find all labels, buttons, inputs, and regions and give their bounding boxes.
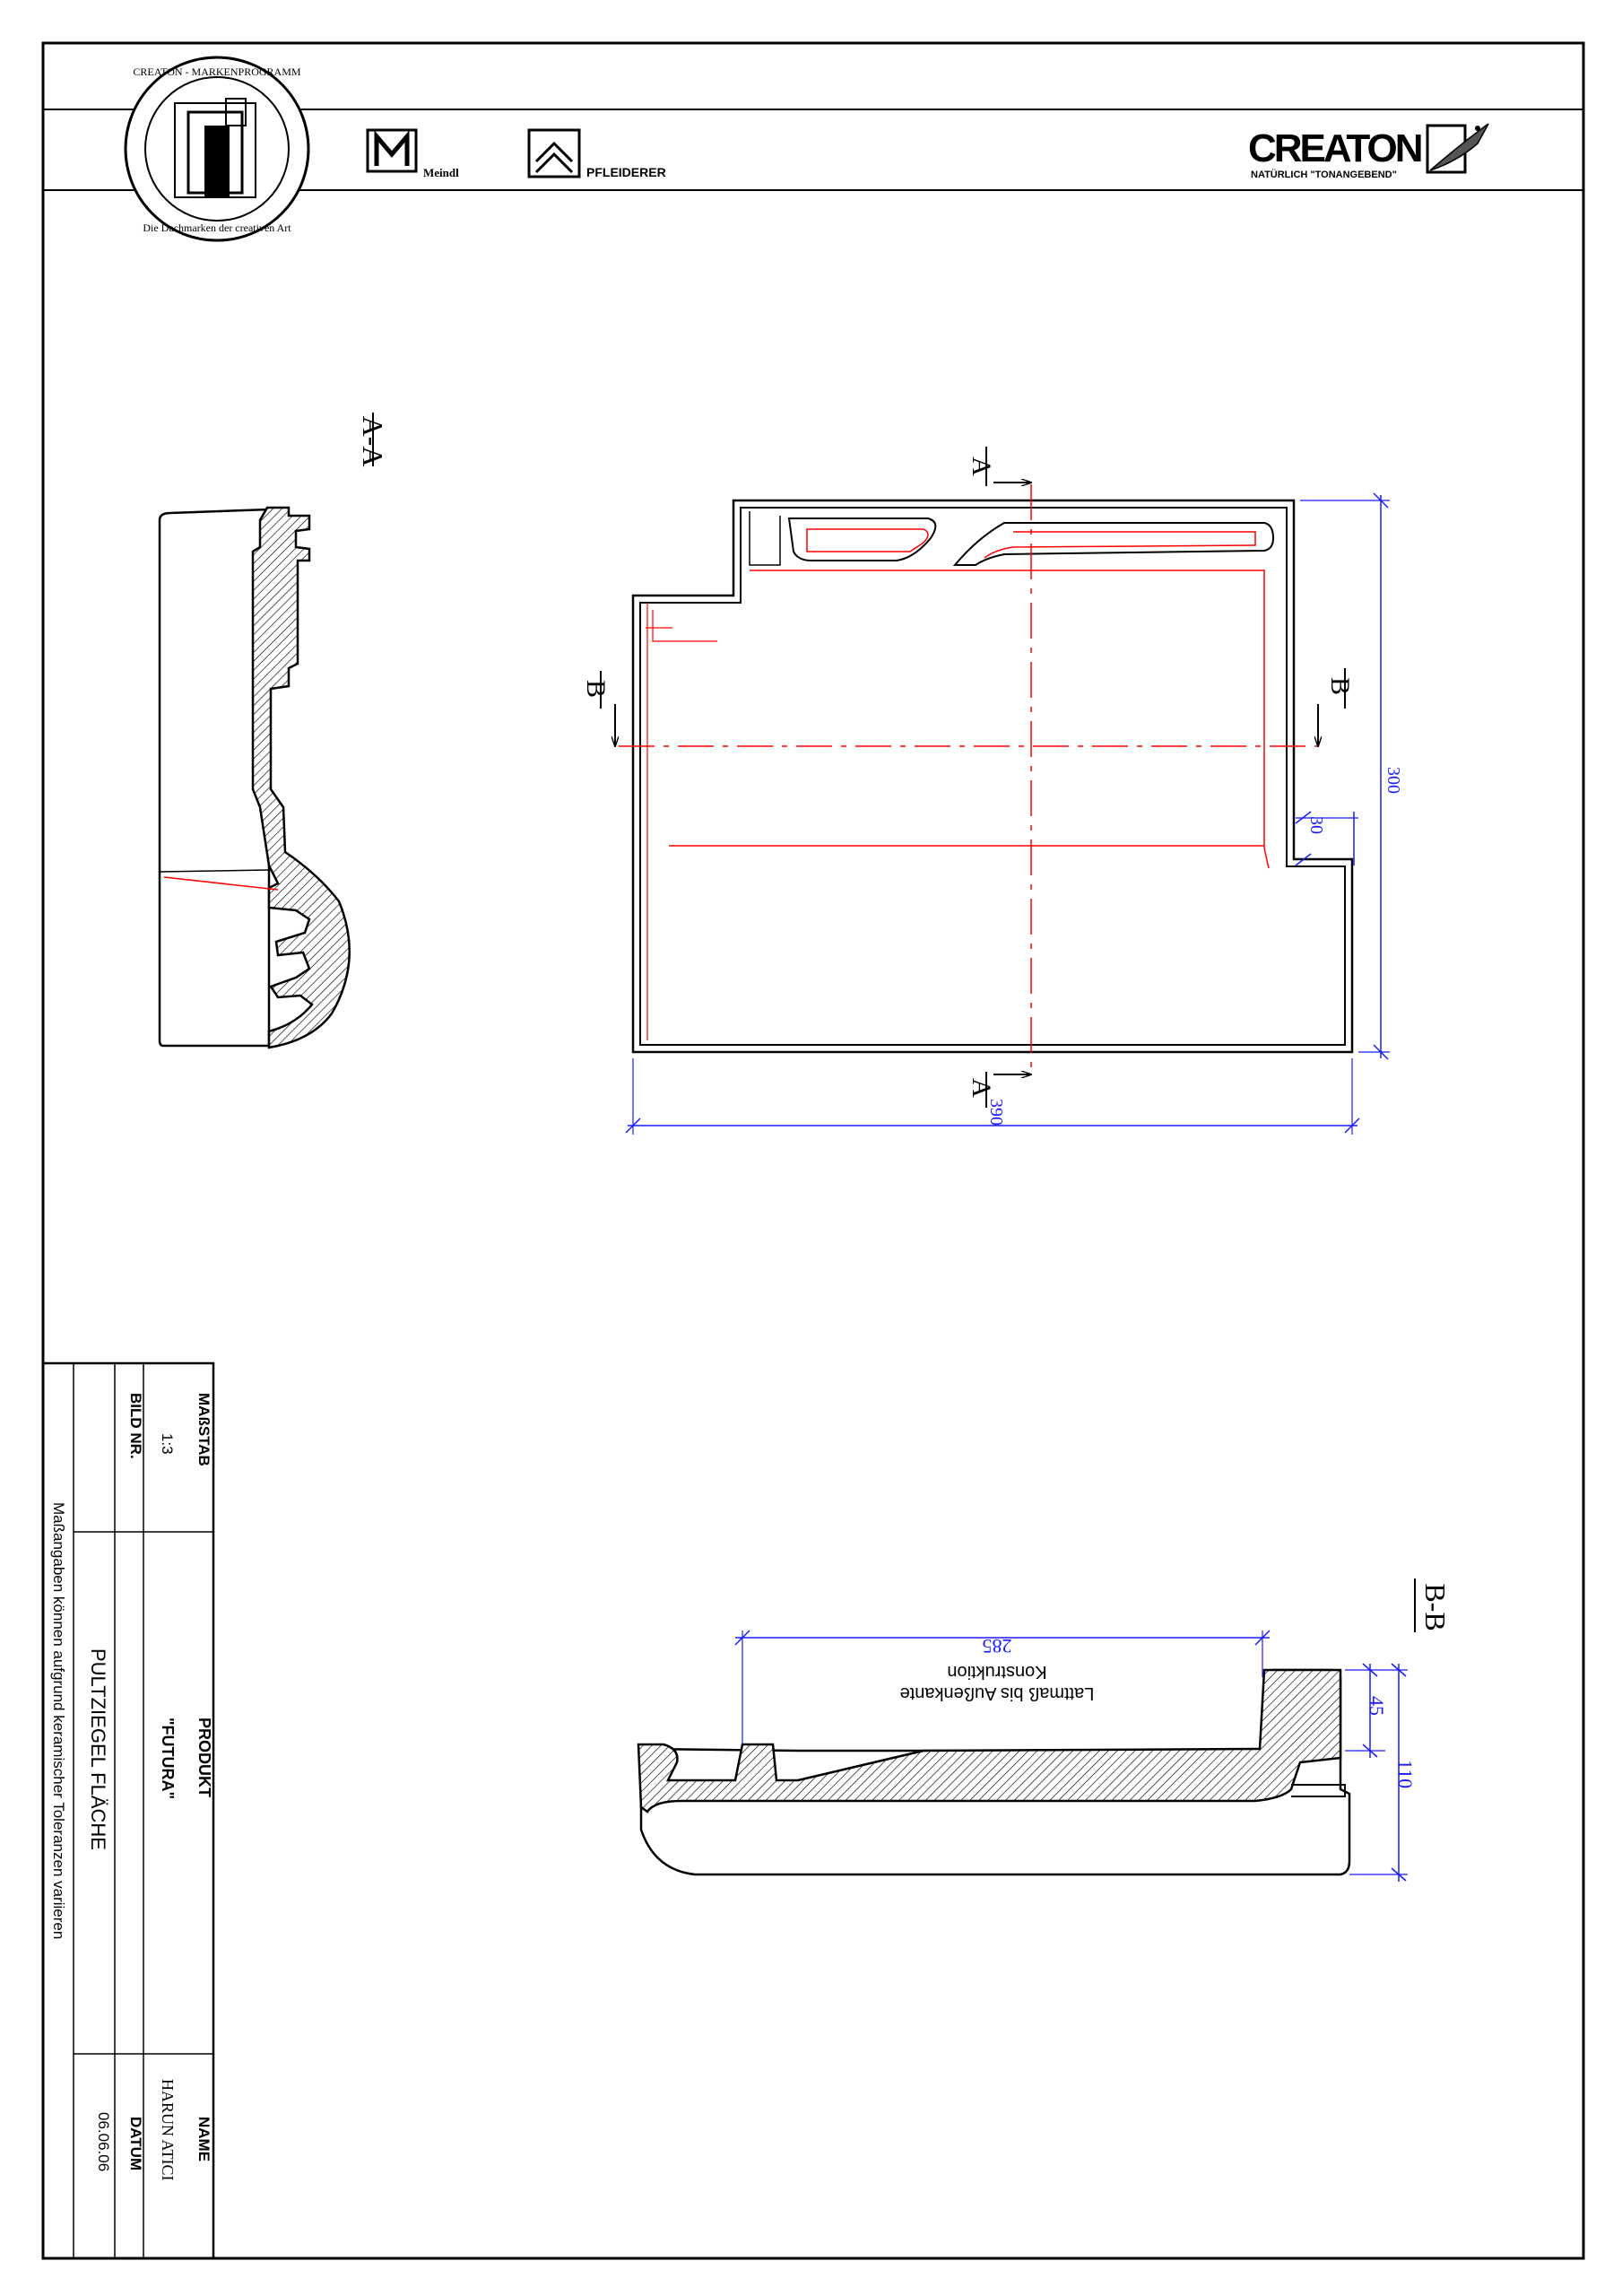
dimension-rise-total-value: 110 bbox=[1394, 1760, 1417, 1788]
name-value: HARUN ATICI bbox=[159, 2079, 177, 2181]
product-value: "FUTURA" bbox=[159, 1718, 177, 1799]
pfleiderer-label: PFLEIDERER bbox=[586, 165, 666, 179]
dimension-height-value: 300 bbox=[1383, 767, 1403, 794]
date-label: DATUM bbox=[127, 2117, 144, 2170]
pfleiderer-logo: PFLEIDERER bbox=[527, 128, 666, 179]
section-aa-cut bbox=[251, 506, 351, 1049]
plan-view: A A B B 390 bbox=[581, 447, 1403, 1135]
scale-value: 1:3 bbox=[159, 1433, 176, 1455]
plan-interlock-groove-left bbox=[787, 517, 937, 561]
section-bb-view: B-B 285 Lattmaß bis Außenkante Konstrukt… bbox=[637, 1578, 1452, 1882]
dimension-height: 300 bbox=[1300, 492, 1403, 1060]
meindl-label: Meindl bbox=[423, 166, 459, 179]
product-label: PRODUKT bbox=[195, 1718, 213, 1797]
description: PULTZIEGEL FLÄCHE bbox=[87, 1648, 109, 1850]
date-value: 06.06.06 bbox=[95, 2112, 112, 2171]
section-bb-label: B-B bbox=[1419, 1583, 1452, 1631]
sheet-border bbox=[41, 41, 1585, 2260]
dimension-rise-small-value: 45 bbox=[1366, 1696, 1388, 1716]
creaton-wordmark: CREATON bbox=[1248, 126, 1421, 170]
dimension-width-value: 390 bbox=[986, 1099, 1006, 1126]
dimension-overlap: 30 bbox=[1295, 811, 1358, 866]
creaton-slogan: NATÜRLICH "TONANGEBEND" bbox=[1251, 169, 1397, 180]
scale-label: MAßSTAB bbox=[195, 1393, 213, 1466]
cut-b-left-label: B bbox=[581, 680, 611, 698]
dimension-batten-value: 285 bbox=[983, 1635, 1012, 1657]
batten-note-line2: Konstruktion bbox=[947, 1662, 1046, 1682]
image-no-label: BILD NR. bbox=[127, 1393, 144, 1459]
section-aa-view: A-A bbox=[158, 413, 389, 1049]
dimension-batten: 285 Lattmaß bis Außenkante Konstruktion bbox=[734, 1630, 1271, 1744]
plan-outline-outer bbox=[631, 499, 1354, 1054]
meindl-logo: Meindl bbox=[366, 128, 459, 179]
seal-text-bottom: Die Dachmarken der creativen Art bbox=[143, 222, 291, 234]
dimension-rise-total: 110 bbox=[1349, 1663, 1417, 1882]
batten-note-line1: Lattmaß bis Außenkante bbox=[900, 1683, 1095, 1703]
dimension-width: 390 bbox=[625, 1058, 1360, 1135]
creaton-seal-logo: CREATON - MARKENPROGRAMM Die Dachmarken … bbox=[124, 56, 310, 242]
cut-a-top-label: A bbox=[967, 457, 996, 476]
section-aa-red-line bbox=[163, 876, 279, 891]
creaton-logo: CREATON NATÜRLICH "TONANGEBEND" bbox=[1248, 123, 1489, 180]
cut-a-bottom-label: A bbox=[967, 1078, 996, 1098]
dimension-overlap-value: 30 bbox=[1306, 816, 1326, 834]
seal-text-top: CREATON - MARKENPROGRAMM bbox=[133, 65, 300, 78]
cut-b-right-label: B bbox=[1325, 677, 1355, 695]
plan-outline-inner bbox=[639, 507, 1346, 1046]
tolerance-note: Maßangaben können aufgrund keramischer T… bbox=[50, 1502, 67, 1939]
section-bb-cut bbox=[637, 1668, 1342, 1813]
title-block: MAßSTAB 1:3 BILD NR. PRODUKT "FUTURA" PU… bbox=[41, 1361, 215, 2260]
dimension-rise-small: 45 bbox=[1345, 1663, 1388, 1758]
header-band: CREATON - MARKENPROGRAMM Die Dachmarken … bbox=[43, 56, 1583, 242]
name-label: NAME bbox=[195, 2117, 213, 2161]
plan-red-inner-outline bbox=[750, 570, 1270, 869]
plan-interlock-groove-right bbox=[952, 522, 1275, 566]
section-aa-outline bbox=[158, 508, 271, 1048]
